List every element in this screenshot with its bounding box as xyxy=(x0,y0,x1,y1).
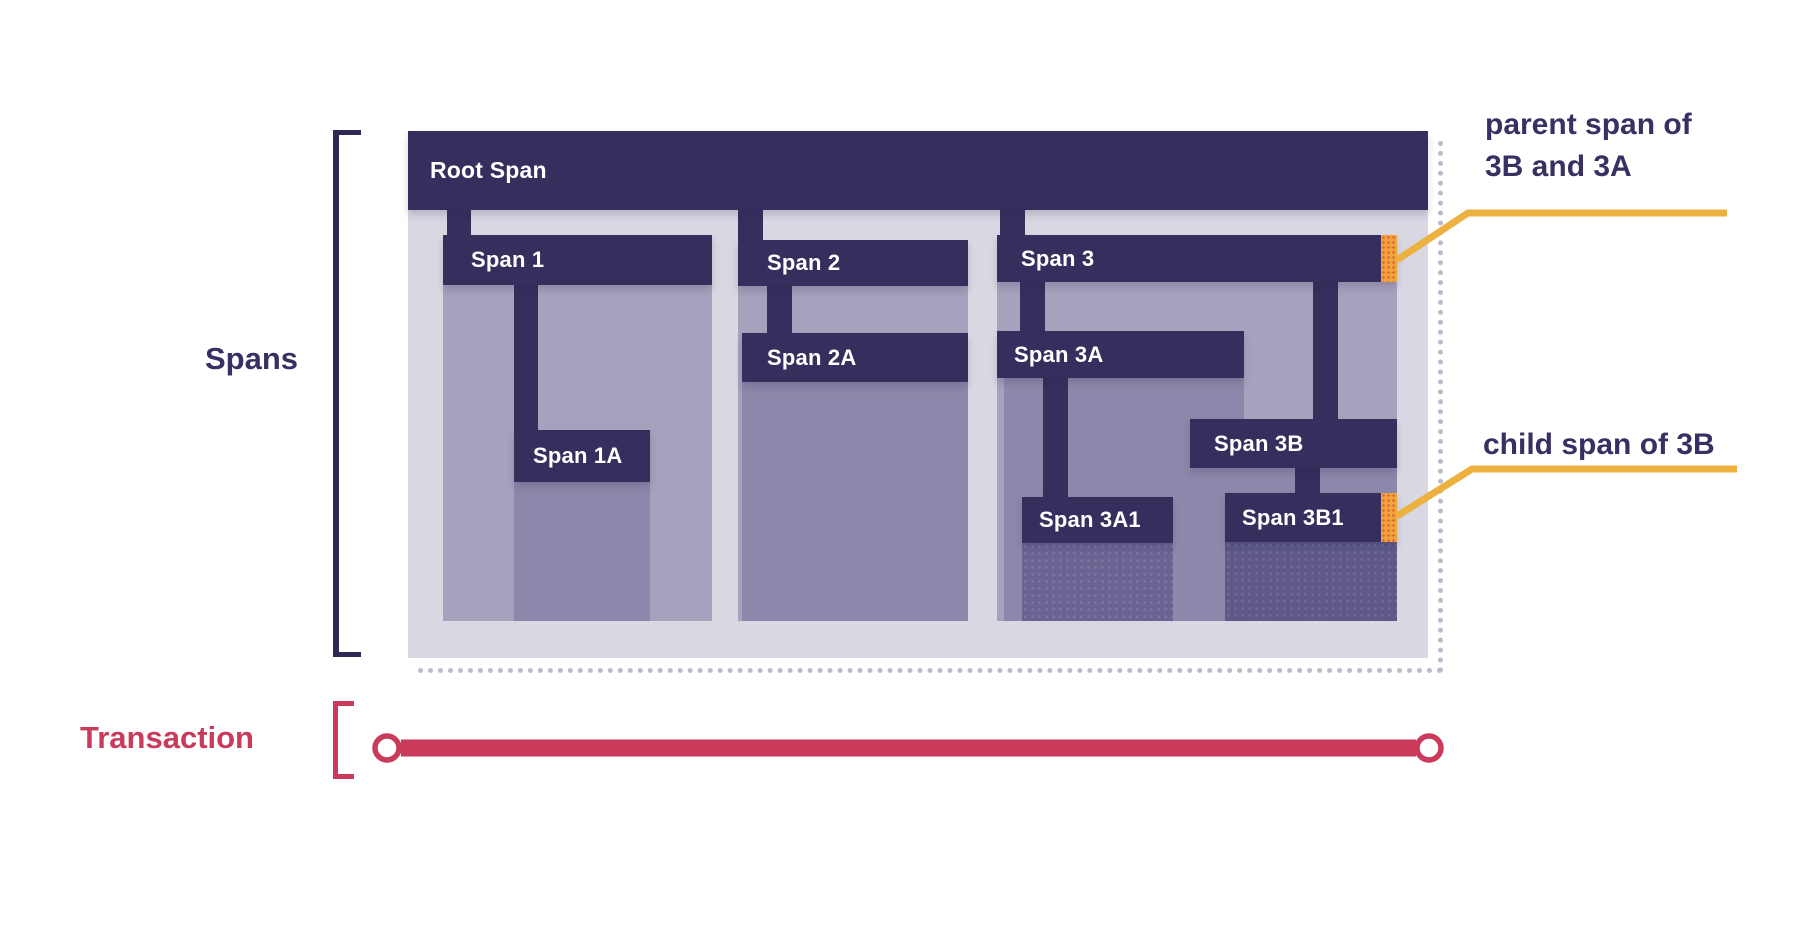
span-2a-label: Span 2A xyxy=(767,344,857,370)
span-3b1-label: Span 3B1 xyxy=(1242,504,1344,530)
span-3a1-bar: Span 3A1 xyxy=(1022,497,1173,543)
span-1-bar: Span 1 xyxy=(443,235,712,285)
parent-span-callout-line1: parent span of xyxy=(1485,108,1692,141)
transaction-start-point xyxy=(372,733,402,763)
span-1a-region xyxy=(514,482,650,621)
span-1a-bar: Span 1A xyxy=(514,430,650,482)
span-3a1-region xyxy=(1022,543,1173,621)
parent-callout-line xyxy=(1395,209,1727,263)
span-3b-bar: Span 3B xyxy=(1190,419,1397,468)
span-3b-connector xyxy=(1313,282,1338,420)
span-3a1-connector xyxy=(1043,378,1068,498)
trace-container-shadow xyxy=(418,141,1443,673)
root-span-bar: Root Span xyxy=(408,131,1428,210)
span-1a-label: Span 1A xyxy=(533,443,623,468)
span-1-connector xyxy=(447,210,471,236)
span-3-highlight-marker xyxy=(1381,235,1397,282)
span-2-bar: Span 2 xyxy=(738,240,968,286)
span-3a1-label: Span 3A1 xyxy=(1039,507,1141,532)
span-3b-label: Span 3B xyxy=(1214,430,1304,456)
spans-label: Spans xyxy=(204,341,298,376)
span-3-bar: Span 3 xyxy=(997,235,1397,282)
span-2-label: Span 2 xyxy=(767,250,841,275)
child-span-callout-line1: child span of 3B xyxy=(1483,428,1715,461)
parent-span-callout-line2: 3B and 3A xyxy=(1485,150,1632,183)
root-span-label: Root Span xyxy=(430,157,547,183)
transaction-label: Transaction xyxy=(80,720,254,755)
span-1a-connector xyxy=(514,285,538,431)
child-span-callout-text: child span of 3B xyxy=(1483,424,1715,466)
span-2-connector xyxy=(738,210,763,241)
span-2a-bar: Span 2A xyxy=(742,333,968,382)
span-3b1-connector xyxy=(1295,468,1320,494)
span-3b1-bar: Span 3B1 xyxy=(1225,493,1397,542)
parent-span-callout-text: parent span of 3B and 3A xyxy=(1485,104,1692,188)
spans-bracket xyxy=(333,130,361,657)
span-3-connector xyxy=(1000,210,1025,236)
span-1-label: Span 1 xyxy=(471,247,545,272)
transaction-bracket xyxy=(333,701,354,779)
span-2a-region xyxy=(742,382,968,621)
transaction-end-point xyxy=(1414,733,1444,763)
span-3a-label: Span 3A xyxy=(1014,341,1104,367)
span-2a-connector xyxy=(767,286,792,334)
span-3b1-region xyxy=(1225,542,1397,621)
span-3a-connector xyxy=(1020,282,1045,332)
span-3-label: Span 3 xyxy=(1021,245,1095,271)
child-callout-line xyxy=(1395,465,1737,519)
span-3a-bar: Span 3A xyxy=(997,331,1244,378)
span-3b1-highlight-marker xyxy=(1381,493,1397,542)
